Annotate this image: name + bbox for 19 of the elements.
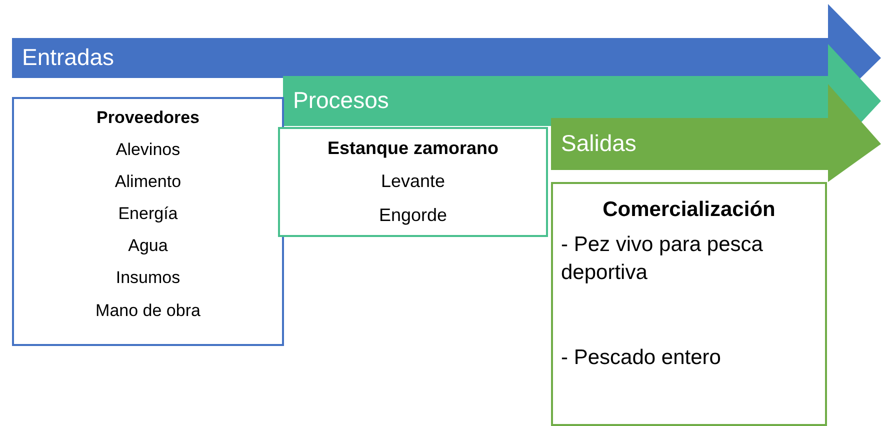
box-heading: Estanque zamorano (326, 137, 500, 160)
list-item: Insumos (114, 267, 182, 290)
list-item: - Pez vivo para pesca deportiva (561, 232, 764, 286)
box-heading: Proveedores (96, 107, 200, 129)
stage-label: Salidas (561, 130, 636, 157)
list-box (551, 182, 827, 426)
list-item: Levante (380, 170, 446, 194)
list-item: Alevinos (114, 139, 182, 162)
list-item: Engorde (378, 204, 448, 227)
list-item: Mano de obra (94, 300, 202, 322)
box-heading: Comercialización (602, 197, 776, 223)
stage-label: Entradas (22, 44, 114, 71)
list-item: Energía (117, 203, 179, 226)
list-box (278, 127, 548, 237)
list-box (12, 97, 284, 346)
list-item: Alimento (114, 171, 182, 194)
list-item: - Pescado entero (561, 344, 722, 371)
list-item: Agua (127, 235, 169, 258)
stage-label: Procesos (293, 87, 389, 114)
